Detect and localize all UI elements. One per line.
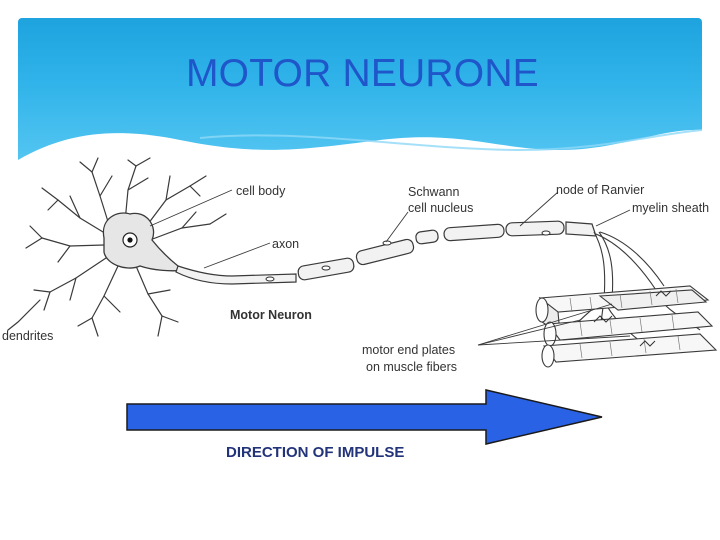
label-myelin-sheath: myelin sheath	[632, 201, 709, 215]
motor-end-plates	[593, 290, 672, 347]
dendrites	[7, 157, 227, 337]
axon	[175, 220, 597, 285]
impulse-direction-label: DIRECTION OF IMPULSE	[226, 444, 405, 461]
label-node-of-ranvier: node of Ranvier	[556, 183, 644, 197]
label-cell-body: cell body	[236, 184, 286, 198]
header-wave-line	[199, 129, 703, 152]
label-motor-neuron: Motor Neuron	[230, 308, 312, 322]
cell-body	[102, 212, 189, 272]
leader-lines	[149, 189, 631, 346]
impulse-arrow	[126, 389, 603, 445]
label-end-plates: motor end plates	[362, 343, 455, 357]
nucleolus	[127, 237, 133, 243]
label-schwann: Schwann	[408, 185, 459, 199]
muscle-striations	[569, 288, 681, 359]
label-axon: axon	[272, 237, 299, 251]
label-schwann-nucleus: cell nucleus	[408, 201, 473, 215]
label-dendrites: dendrites	[2, 329, 53, 343]
schwann-nuclei	[265, 230, 551, 282]
label-end-plates-2: on muscle fibers	[366, 360, 457, 374]
muscle-fibers	[535, 285, 718, 368]
slide-title: MOTOR NEURONE	[186, 52, 539, 95]
header-wave	[18, 129, 702, 168]
